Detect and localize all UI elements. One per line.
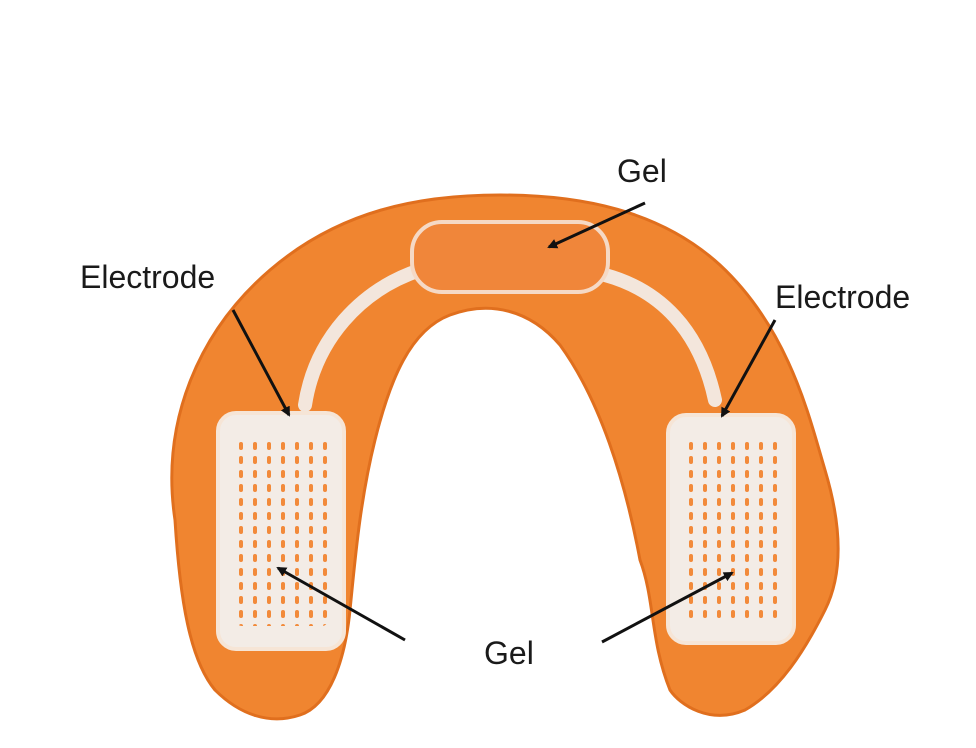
arrow-pointer-icon [547, 201, 646, 249]
connector-strip [298, 263, 722, 412]
label-gel-top: Gel [617, 153, 667, 189]
label-electrode-right: Electrode [775, 279, 911, 315]
label-electrode-left: Electrode [80, 259, 216, 295]
electrode-left-gel-dots [236, 438, 328, 626]
label-gel-bottom: Gel [484, 635, 534, 671]
electrode-right-gel-dots [686, 440, 778, 622]
gel-center-pad [410, 220, 610, 294]
arrow-pointer-icon [231, 309, 291, 417]
arrow-pointer-icon [720, 319, 777, 418]
arrow-pointer-icon [276, 566, 406, 642]
arrow-pointer-icon [601, 571, 734, 644]
